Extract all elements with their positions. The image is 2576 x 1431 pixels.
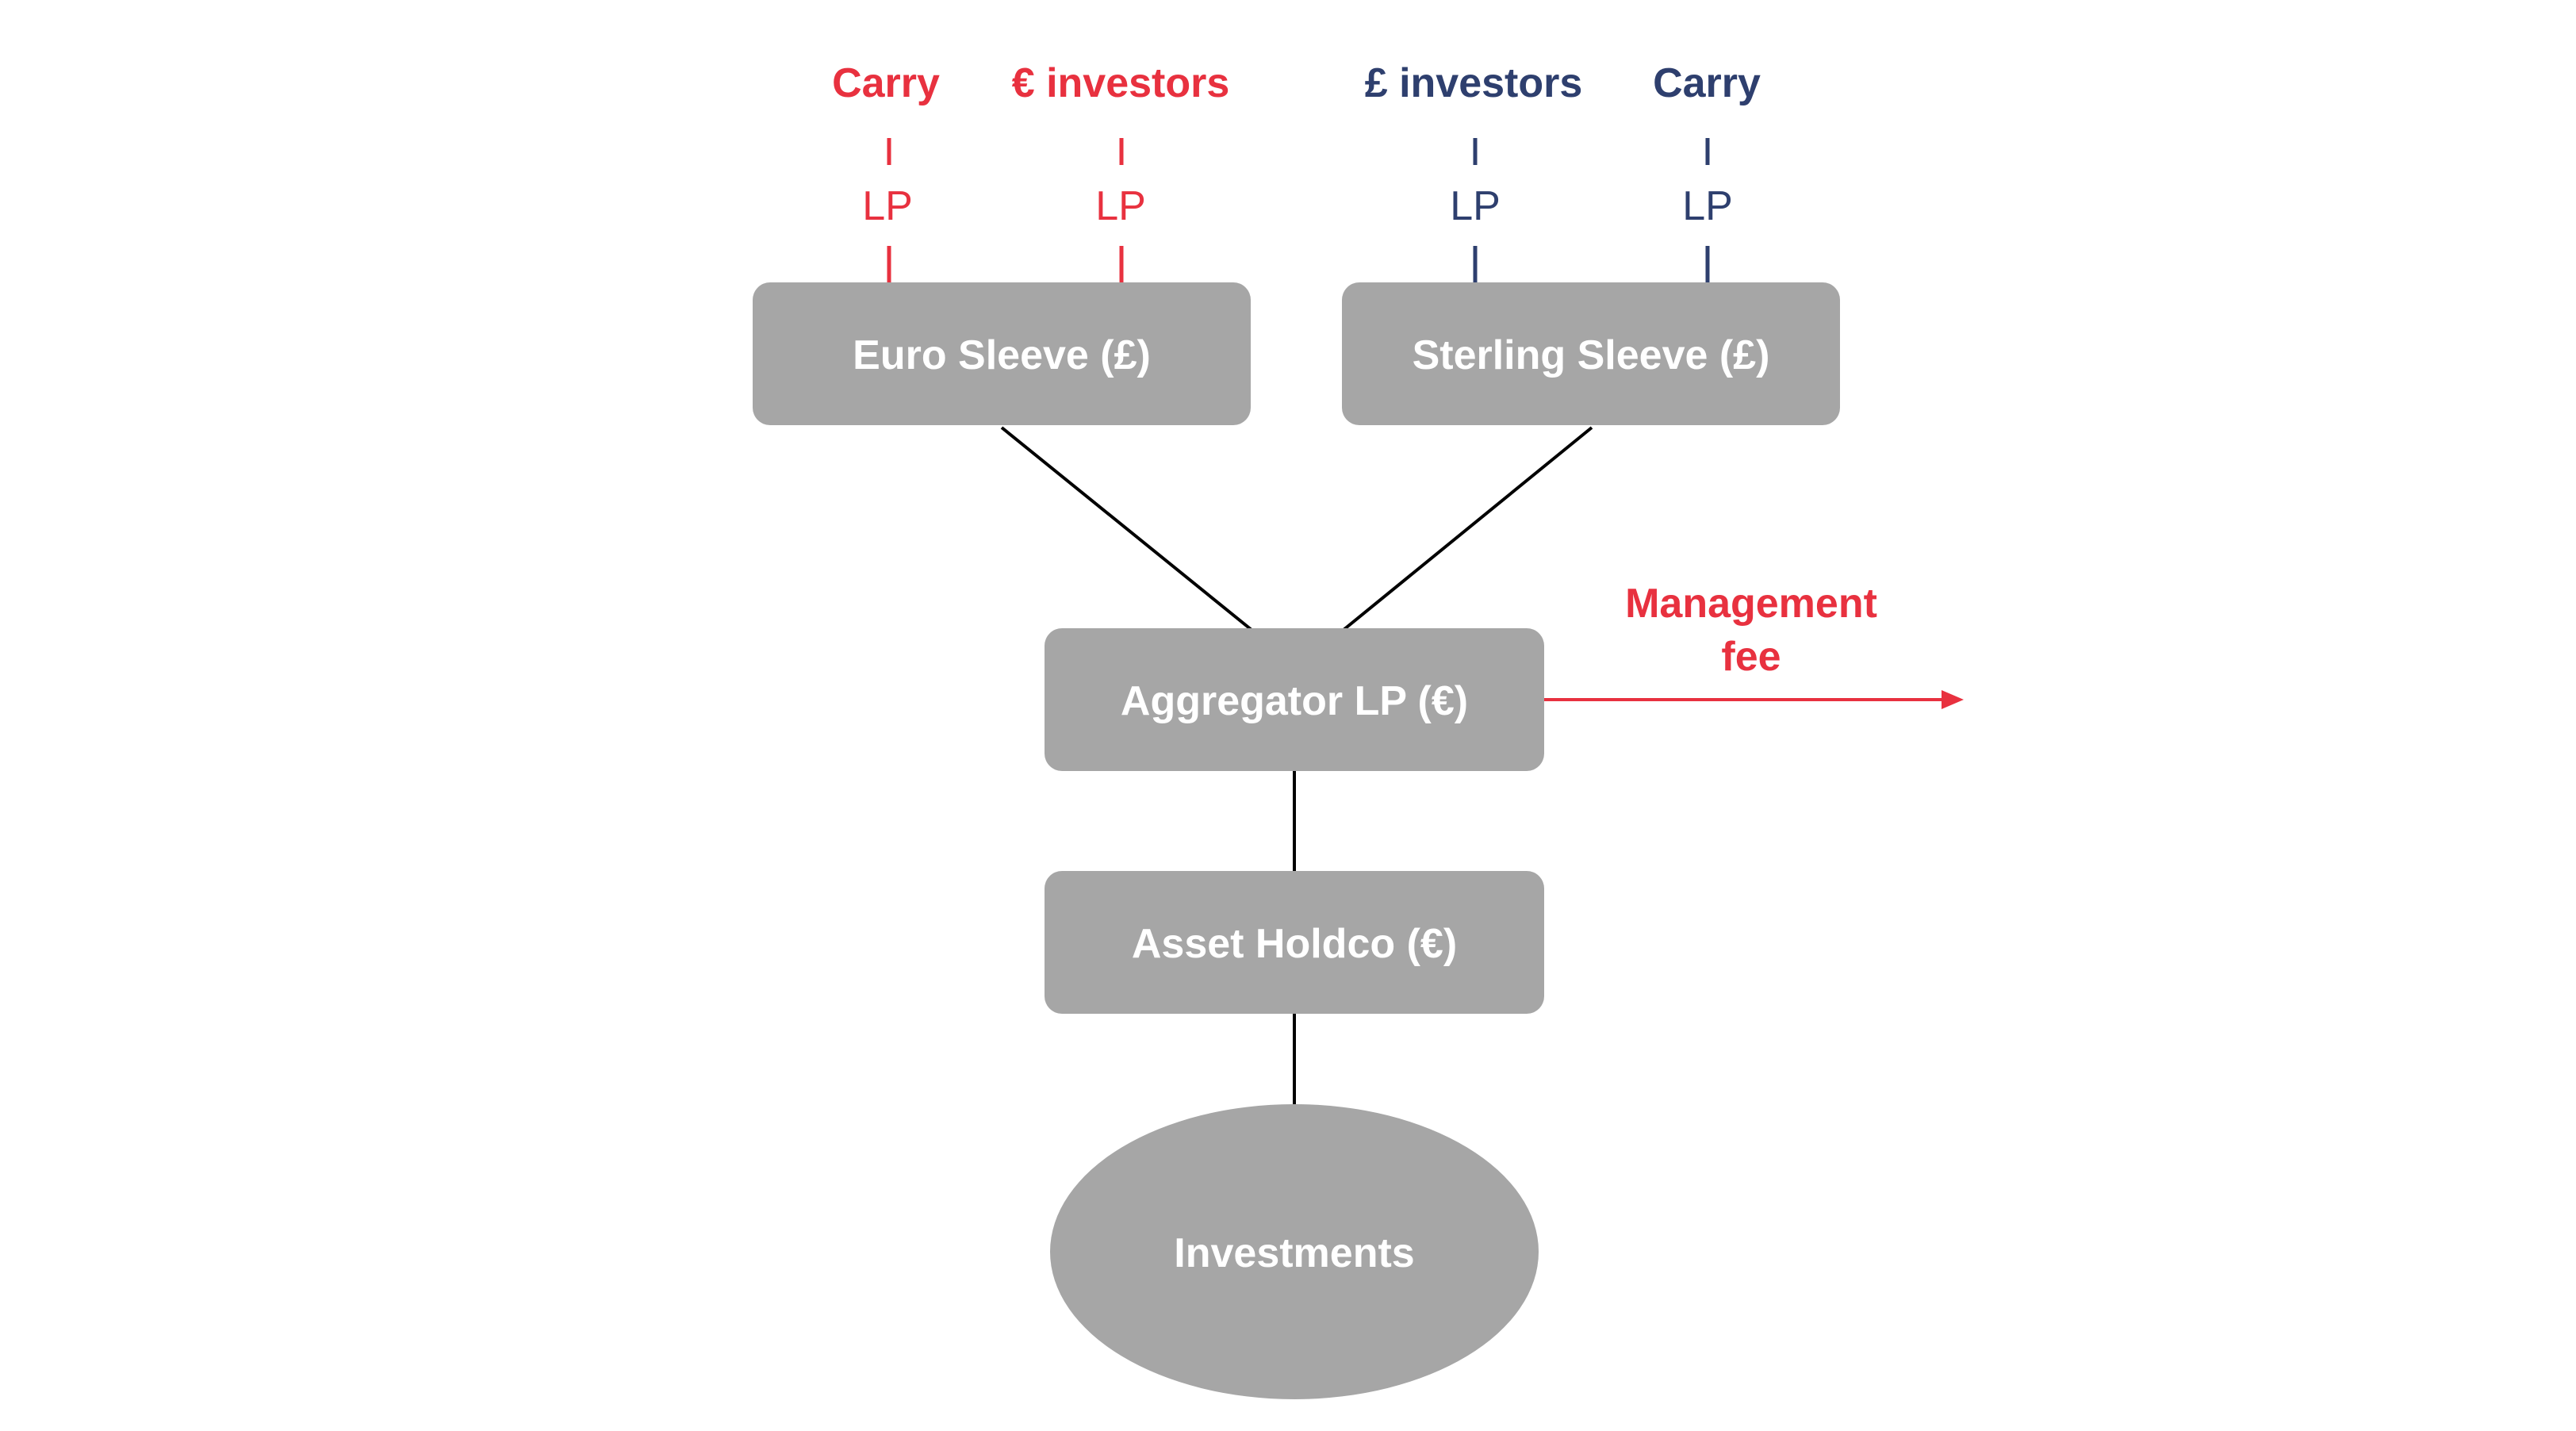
euro-carry-lp-link: LP: [862, 138, 913, 282]
sterling-investors-lp-link: LP: [1450, 138, 1501, 282]
sterling-carry-lp-label: LP: [1682, 183, 1733, 229]
sterling-carry-lp-link: LP: [1682, 138, 1733, 282]
asset-holdco-label: Asset Holdco (€): [1132, 921, 1457, 967]
sterling-investors-lp-label: LP: [1450, 183, 1501, 229]
asset-holdco-node: Asset Holdco (€): [1045, 871, 1544, 1014]
euro-investors-lp-link: LP: [1095, 138, 1146, 282]
investments-label: Investments: [1174, 1230, 1414, 1276]
sterling-investors-label: £ investors: [1365, 60, 1583, 106]
aggregator-node: Aggregator LP (€): [1045, 628, 1544, 771]
sterling-sleeve-label: Sterling Sleeve (£): [1413, 332, 1770, 378]
sterling-sleeve-box: [1342, 282, 1840, 425]
euro-investors-lp-label: LP: [1095, 183, 1146, 229]
aggregator-box: [1045, 628, 1544, 771]
asset-holdco-box: [1045, 871, 1544, 1014]
euro-sleeve-box: [753, 282, 1251, 425]
aggregator-label: Aggregator LP (€): [1121, 678, 1468, 724]
investments-node: Investments: [1050, 1104, 1539, 1399]
sterling-carry-label: Carry: [1653, 60, 1761, 106]
euro-carry-lp-label: LP: [862, 183, 913, 229]
euro-investors-label: € investors: [1012, 60, 1230, 106]
management-fee-label-line2: fee: [1721, 634, 1781, 680]
euro-sleeve-label: Euro Sleeve (£): [853, 332, 1151, 378]
connector-euro-to-aggregator: [1000, 426, 1253, 631]
euro-sleeve-node: Euro Sleeve (£): [753, 282, 1251, 425]
euro-carry-label: Carry: [832, 60, 940, 106]
sterling-sleeve-node: Sterling Sleeve (£): [1342, 282, 1840, 425]
investments-ellipse: [1050, 1104, 1539, 1399]
management-fee-arrow-head: [1942, 690, 1964, 709]
management-fee-flow: Management fee: [1544, 581, 1964, 709]
management-fee-label-line1: Management: [1625, 581, 1877, 627]
connector-sterling-to-aggregator: [1342, 426, 1593, 631]
